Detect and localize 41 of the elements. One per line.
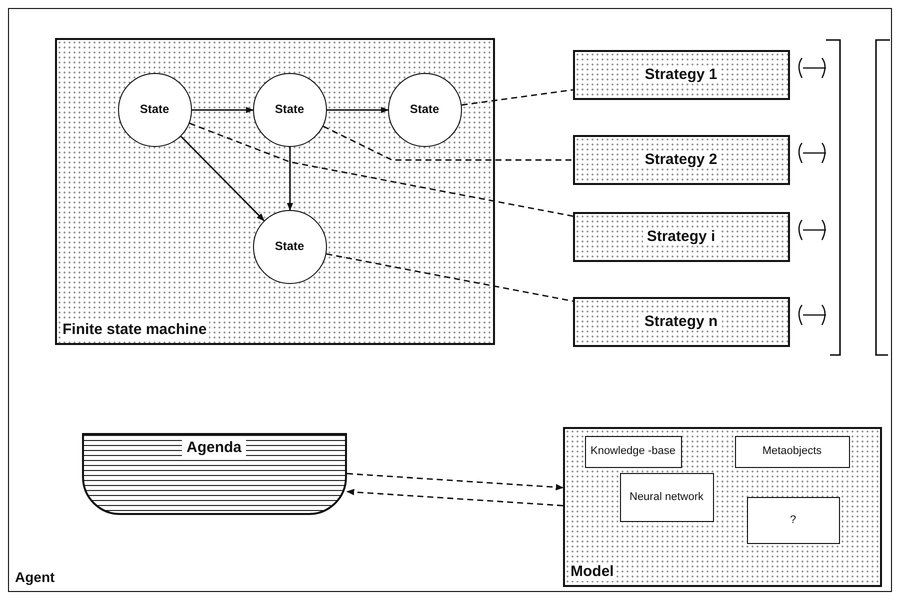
node-label: Knowledge -base xyxy=(589,445,676,458)
node-label: Strategy 1 xyxy=(640,66,722,84)
dashed-connector xyxy=(346,488,564,506)
node-label: Strategy i xyxy=(642,228,720,246)
arrow xyxy=(192,106,254,114)
state-circle xyxy=(252,210,326,284)
state-circle xyxy=(118,72,192,146)
arrow xyxy=(327,106,389,114)
node-label: Neural network xyxy=(628,490,704,504)
strategy-box xyxy=(572,134,790,184)
node-label: Strategy 2 xyxy=(640,150,722,168)
dashed-connector xyxy=(346,472,564,490)
agenda-pill xyxy=(82,432,346,514)
component-box xyxy=(746,496,840,544)
state-circle xyxy=(252,72,326,146)
panel-title: Agent xyxy=(15,568,55,585)
agent-frame xyxy=(8,8,892,592)
node-label: Metaobjects xyxy=(761,445,823,458)
node-label: State xyxy=(274,240,304,254)
component-box xyxy=(620,472,714,522)
node-label: ? xyxy=(788,514,798,526)
node-label: State xyxy=(140,102,170,116)
component-box xyxy=(734,436,850,468)
arrow xyxy=(286,147,294,211)
node-label: State xyxy=(274,102,304,116)
node-label: State xyxy=(410,102,440,116)
container-panel xyxy=(54,38,494,344)
panel-title: Finite state machine xyxy=(60,321,209,338)
strategy-box xyxy=(572,296,790,346)
panel-title: Model xyxy=(568,563,616,580)
dashed-connector xyxy=(326,253,574,302)
component-box xyxy=(584,436,682,468)
container-panel xyxy=(562,426,882,586)
strategy-box xyxy=(572,50,790,100)
state-circle xyxy=(388,72,462,146)
arrow xyxy=(180,136,265,222)
dashed-connector xyxy=(322,126,573,161)
dashed-connector xyxy=(189,122,574,217)
node-label: Agenda xyxy=(182,438,246,456)
dashed-connector xyxy=(462,89,574,106)
strategy-box xyxy=(572,212,790,262)
